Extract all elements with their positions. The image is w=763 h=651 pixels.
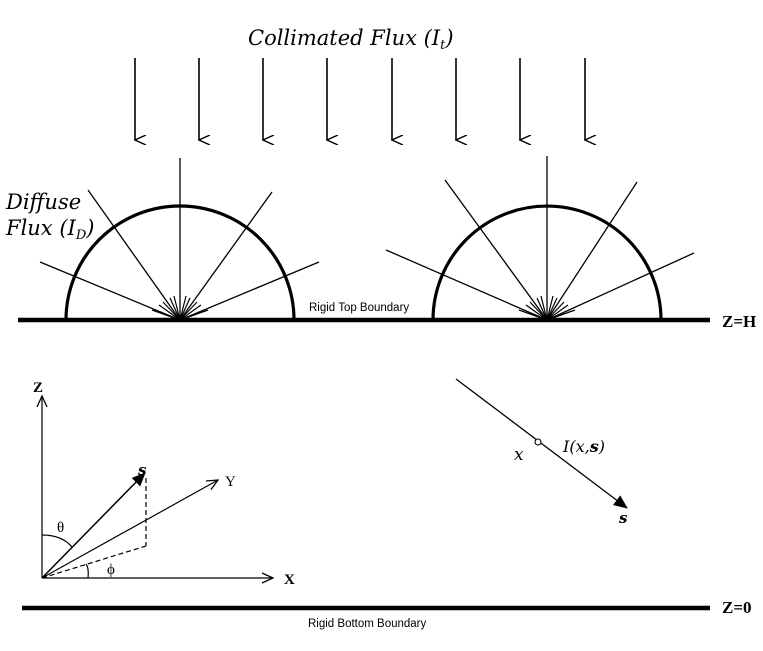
phi-arc [85,563,89,579]
diffuse-flux-label-line2: Flux (ID) [5,216,94,243]
y-axis-label: Y [225,474,236,490]
ray-point [534,438,542,446]
intensity-ray [455,378,628,509]
collimated-flux-arrows [135,58,585,140]
x-axis-label: X [284,572,295,588]
z-h-label: Z=H [722,312,756,331]
s-vector-label: s [138,461,147,479]
bottom-boundary-label: Rigid Bottom Boundary [308,618,427,630]
arrowhead-cluster [518,295,576,321]
diffuse-rays [39,158,320,321]
s-projection-horizontal [41,545,147,579]
diffuse-rays [385,156,695,321]
phi-label: ϕ [107,562,115,578]
intensity-label: I(x,s) [562,437,605,456]
right-hemisphere [385,156,695,321]
y-axis [41,480,218,579]
theta-label: θ [57,520,64,536]
z-0-label: Z=0 [722,598,752,617]
left-hemisphere [39,158,320,321]
ray-point-x-label: x [514,445,524,465]
diffuse-flux-label-line1: Diffuse [5,190,81,214]
s-vector [41,472,146,579]
coordinate-axes [42,396,273,578]
ray-s-label: s [619,509,628,527]
theta-arc [41,534,73,548]
ray-line [455,378,628,509]
z-axis-label: Z [33,380,43,396]
top-boundary-label: Rigid Top Boundary [309,302,409,314]
collimated-flux-label: Collimated Flux (It) [248,26,454,53]
